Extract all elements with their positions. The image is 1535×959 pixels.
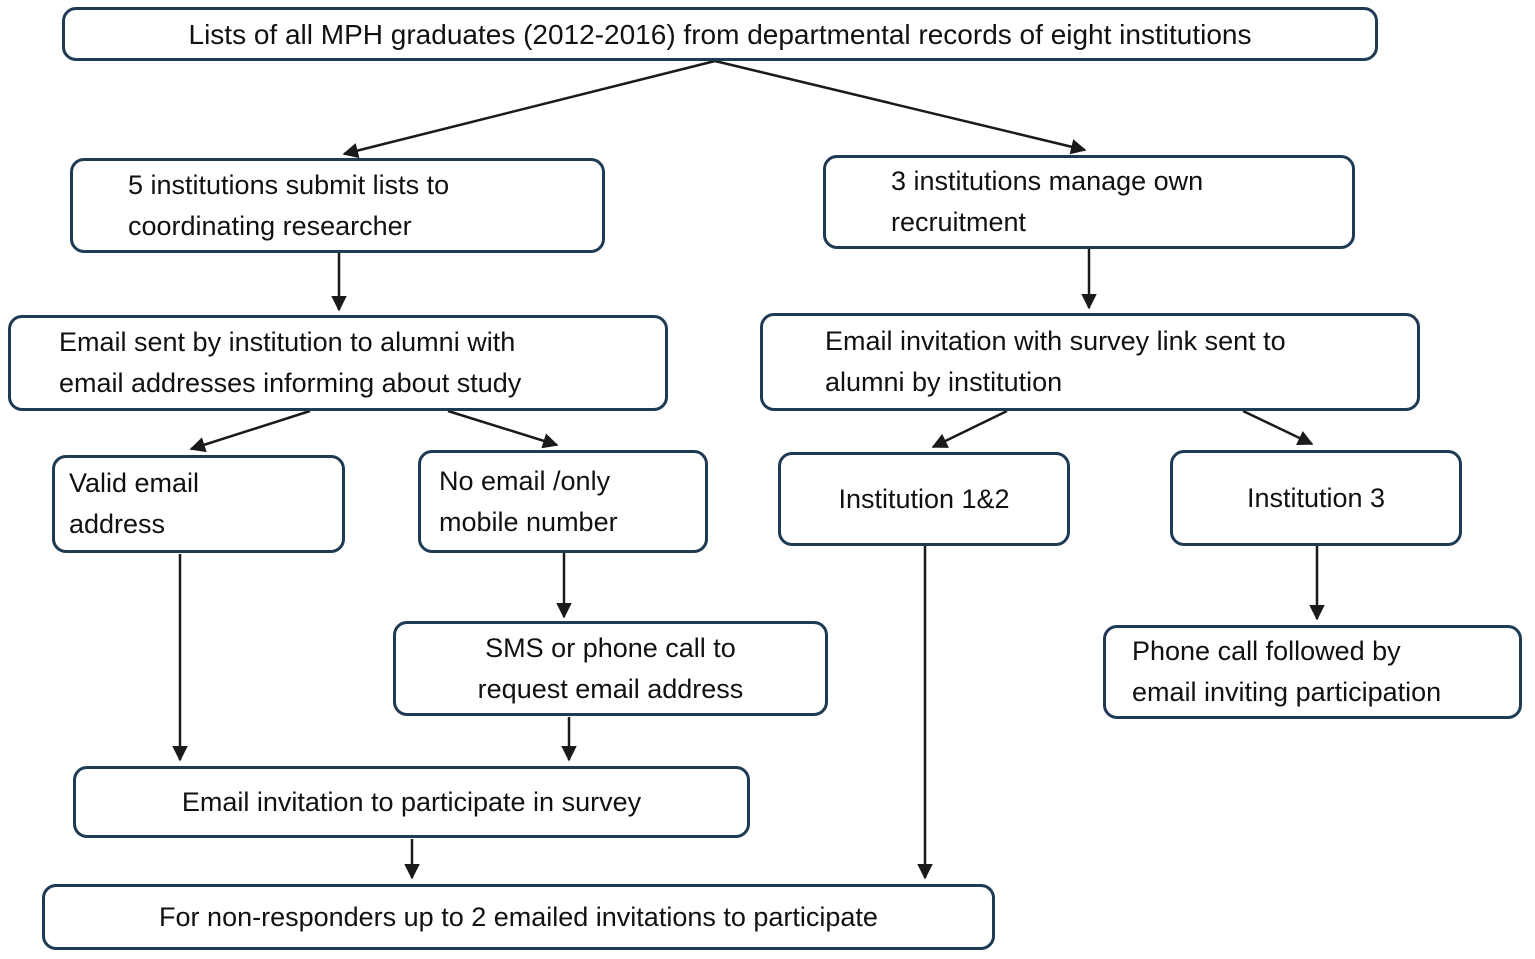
node-sms-line1: SMS or phone call to [485, 632, 736, 663]
edge-email-invitation-link-to-institution-1-2 [931, 409, 1008, 449]
node-valid-email-address: Valid email address [52, 455, 345, 553]
edge-lists-to-three-institutions [714, 59, 1087, 155]
edge-email-invitation-link-to-institution-3 [1242, 409, 1314, 446]
node-institution-1-2: Institution 1&2 [778, 452, 1070, 546]
node-phone-call-followed-by-email: Phone call followed by email inviting pa… [1103, 625, 1522, 719]
node-non-responders-label: For non-responders up to 2 emailed invit… [159, 901, 878, 932]
node-email-invitation-participate: Email invitation to participate in surve… [73, 766, 750, 838]
node-lists-all-graduates-label: Lists of all MPH graduates (2012-2016) f… [188, 18, 1252, 50]
node-institution-3: Institution 3 [1170, 450, 1462, 546]
node-three-institutions-line2: recruitment [891, 207, 1027, 237]
node-email-invitation-participate-label: Email invitation to participate in surve… [181, 786, 642, 817]
node-email-invitation-survey-link: Email invitation with survey link sent t… [760, 313, 1420, 411]
node-email-invitation-link-line2: alumni by institution [825, 367, 1063, 397]
node-five-institutions-line2: coordinating researcher [128, 210, 412, 241]
node-phone-call-line1: Phone call followed by [1132, 636, 1401, 666]
node-five-institutions: 5 institutions submit lists to coordinat… [70, 158, 605, 253]
node-institution-3-label: Institution 3 [1246, 482, 1386, 513]
node-sms-line2: request email address [477, 673, 744, 704]
node-five-institutions-line1: 5 institutions submit lists to [128, 169, 450, 200]
node-email-sent-line2: email addresses informing about study [59, 368, 522, 398]
node-valid-email-line2: address [69, 509, 166, 539]
edge-email-sent-to-valid-email [189, 409, 311, 453]
node-no-email-line1: No email /only [439, 465, 611, 496]
node-email-sent-by-institution: Email sent by institution to alumni with… [8, 315, 668, 411]
edge-email-sent-to-no-email [447, 409, 559, 449]
node-institution-1-2-label: Institution 1&2 [838, 483, 1010, 514]
node-non-responders: For non-responders up to 2 emailed invit… [42, 884, 995, 950]
node-no-email-line2: mobile number [439, 506, 618, 537]
node-three-institutions: 3 institutions manage own recruitment [823, 155, 1355, 249]
node-no-email-only-mobile: No email /only mobile number [418, 450, 708, 553]
node-three-institutions-line1: 3 institutions manage own [891, 166, 1204, 196]
node-valid-email-line1: Valid email [69, 468, 200, 498]
node-lists-all-graduates: Lists of all MPH graduates (2012-2016) f… [62, 7, 1378, 61]
edge-lists-to-five-institutions [342, 59, 716, 159]
node-email-sent-line1: Email sent by institution to alumni with [59, 327, 516, 357]
node-email-invitation-link-line1: Email invitation with survey link sent t… [825, 326, 1286, 356]
node-sms-or-phone-call: SMS or phone call to request email addre… [393, 621, 828, 716]
node-phone-call-line2: email inviting participation [1132, 677, 1442, 707]
